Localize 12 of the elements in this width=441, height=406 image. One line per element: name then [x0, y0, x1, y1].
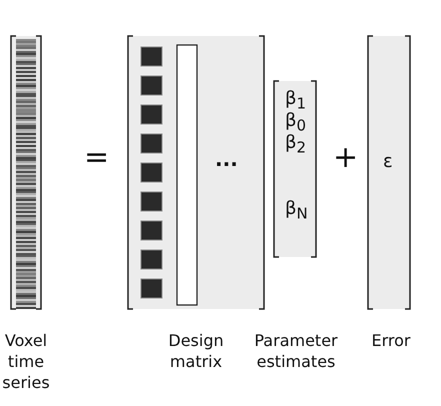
error-symbol: ε	[383, 151, 393, 172]
ellipsis: ...	[215, 147, 238, 171]
matrix-caption: Voxel time series	[1, 330, 51, 393]
parameter-symbol: β$_{N}$	[285, 198, 308, 223]
matrix-caption: Design matrix	[167, 330, 225, 372]
matrix-caption: Error	[370, 330, 412, 351]
parameter-symbol: β$_{2}$	[285, 132, 306, 157]
parameter-symbol: β$_{0}$	[285, 110, 306, 135]
equals-sign: =	[84, 143, 110, 173]
parameter-symbol: β$_{1}$	[285, 88, 306, 113]
plus-sign: +	[333, 143, 358, 173]
matrix-caption: Parameter estimates	[253, 330, 339, 372]
